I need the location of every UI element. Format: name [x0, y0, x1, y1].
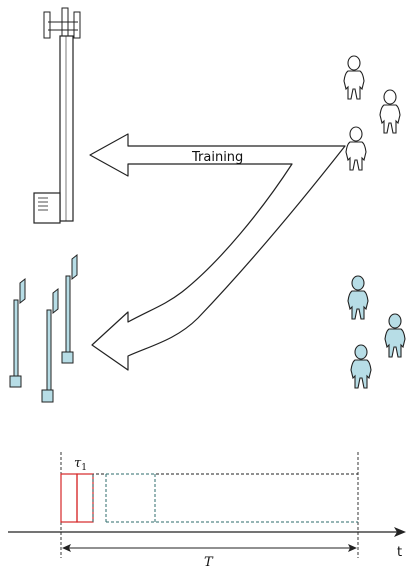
training-slots [60, 473, 94, 523]
users-bottom [347, 275, 406, 389]
time-axis-arrowhead [394, 527, 406, 537]
training-arrow: Training [89, 133, 346, 371]
small-cell-antenna [61, 253, 78, 364]
data-slots [92, 473, 358, 523]
small-cell-antenna [41, 287, 59, 403]
users-top [343, 55, 401, 171]
tau-subscript: 1 [81, 463, 87, 473]
user-icon [347, 275, 369, 320]
user-icon [343, 55, 365, 100]
time-axis-label: t [397, 545, 402, 560]
period-label: T [204, 555, 214, 570]
user-icon [345, 126, 367, 171]
macro-base-station [33, 7, 81, 224]
user-icon [379, 89, 401, 134]
timeline: t T τ1 [8, 452, 406, 570]
user-icon [384, 313, 406, 358]
user-icon [350, 344, 372, 389]
tau-label: τ1 [74, 456, 87, 473]
small-cells [9, 253, 78, 403]
small-cell-antenna [9, 277, 26, 388]
training-label: Training [191, 150, 243, 165]
